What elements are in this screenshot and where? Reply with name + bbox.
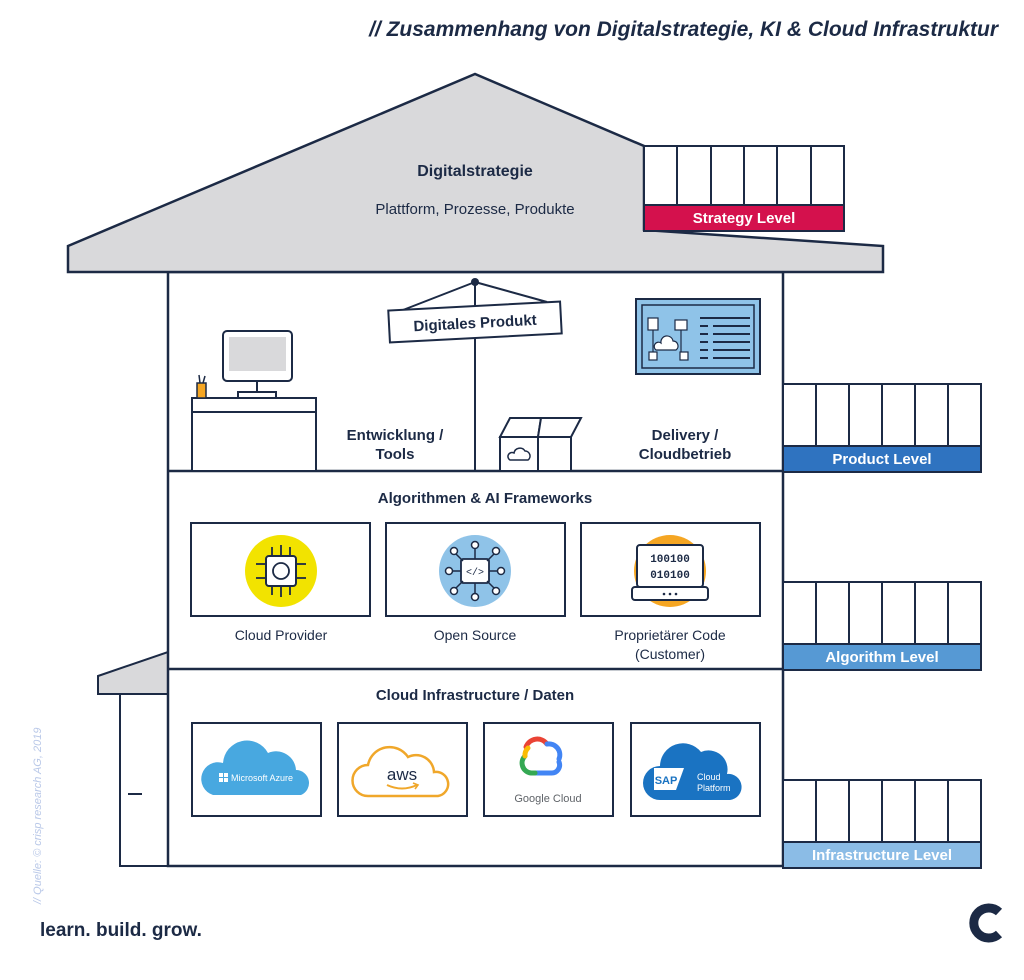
open-source-card: </> Open Source bbox=[385, 522, 566, 643]
sap-card: SAP Cloud Platform bbox=[630, 722, 761, 817]
infrastructure-heading: Cloud Infrastructure / Daten bbox=[376, 687, 574, 704]
roof: Digitalstrategie Plattform, Prozesse, Pr… bbox=[66, 72, 885, 274]
product-level-window: Product Level bbox=[782, 383, 982, 473]
tagline: learn. build. grow. bbox=[40, 920, 202, 941]
product-level-label: Product Level bbox=[832, 451, 931, 468]
open-source-label: Open Source bbox=[434, 627, 517, 643]
google-cloud-card: Google Cloud bbox=[483, 722, 614, 817]
infrastructure-level-label: Infrastructure Level bbox=[812, 847, 952, 864]
svg-text:</>: </> bbox=[466, 567, 484, 579]
sign-text: Digitales Produkt bbox=[413, 312, 537, 335]
algorithm-level-window: Algorithm Level bbox=[782, 581, 982, 671]
cloud-provider-label: Cloud Provider bbox=[235, 627, 328, 643]
google-cloud-icon bbox=[519, 736, 563, 776]
binary-laptop-icon: 100100 010100 bbox=[631, 535, 709, 607]
google-cloud-logo-text: Google Cloud bbox=[514, 793, 581, 805]
roof-heading: Digitalstrategie bbox=[417, 163, 533, 180]
aws-logo-text: aws bbox=[387, 765, 417, 784]
windows-logo-icon bbox=[219, 773, 228, 782]
entwicklung-label-line1: Entwicklung / bbox=[347, 427, 445, 444]
proprietary-code-label: Proprietärer Code bbox=[614, 627, 725, 643]
cloud-provider-card: Cloud Provider bbox=[190, 522, 371, 643]
page-title: // Zusammenhang von Digitalstrategie, KI… bbox=[369, 18, 998, 41]
azure-logo-text: Microsoft Azure bbox=[231, 773, 293, 783]
proprietary-code-card: 100100 010100 Proprietärer Code (Custome… bbox=[580, 522, 761, 662]
azure-card: Microsoft Azure bbox=[191, 722, 322, 817]
cloud-dashboard-icon bbox=[635, 298, 761, 375]
code-network-icon: </> bbox=[439, 535, 511, 607]
aws-cloud-icon bbox=[351, 745, 450, 798]
delivery-label-line2: Cloudbetrieb bbox=[639, 446, 732, 463]
algorithm-level-label: Algorithm Level bbox=[825, 649, 938, 666]
digitales-produkt-sign: Digitales Produkt bbox=[387, 278, 563, 344]
sap-badge-text: SAP bbox=[655, 775, 678, 787]
strategy-level-window: Strategy Level bbox=[643, 145, 845, 232]
svg-text:100100: 100100 bbox=[650, 554, 690, 566]
algorithm-heading: Algorithmen & AI Frameworks bbox=[378, 490, 592, 507]
desk-computer-icon bbox=[191, 330, 317, 472]
crisp-logo-icon bbox=[969, 903, 1003, 943]
delivery-label-line1: Delivery / bbox=[652, 427, 720, 444]
svg-text:010100: 010100 bbox=[650, 570, 690, 582]
proprietary-code-sublabel: (Customer) bbox=[635, 646, 705, 662]
cloud-box-icon bbox=[498, 417, 583, 472]
sap-cloud-text: Cloud bbox=[697, 772, 721, 782]
source-note: // Quelle: © crisp research AG, 2019 bbox=[32, 727, 44, 904]
ai-chip-icon bbox=[245, 535, 317, 607]
roof-subheading: Plattform, Prozesse, Produkte bbox=[375, 201, 574, 218]
sap-platform-text: Platform bbox=[697, 783, 731, 793]
strategy-level-label: Strategy Level bbox=[693, 210, 796, 227]
aws-card: aws bbox=[337, 722, 468, 817]
infrastructure-level-window: Infrastructure Level bbox=[782, 779, 982, 869]
side-annex bbox=[97, 650, 169, 867]
entwicklung-label-line2: Tools bbox=[376, 446, 415, 463]
azure-cloud-icon bbox=[201, 740, 309, 795]
